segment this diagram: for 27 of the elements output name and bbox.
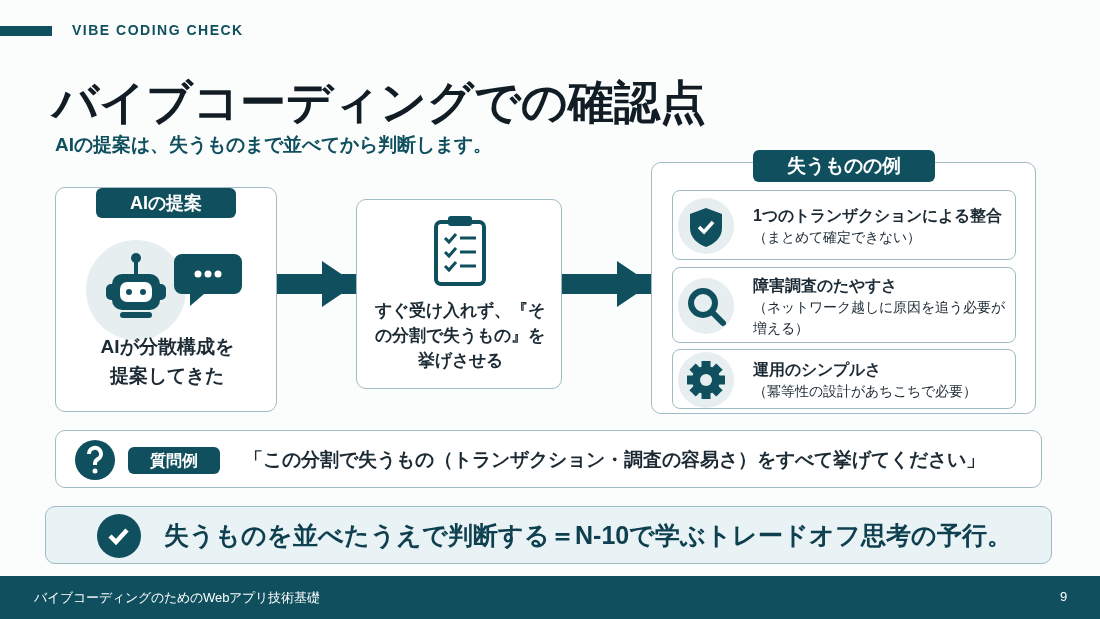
item-title: 1つのトランザクションによる整合: [753, 206, 1003, 227]
card-text: AIが分散構成を提案してきた: [99, 335, 235, 388]
heading-tab: 失うものの例: [753, 150, 935, 182]
heading-tab: AIの提案: [96, 188, 236, 218]
heading-tab: 質問例: [128, 447, 220, 474]
item-note: （冪等性の設計があちこちで必要）: [753, 382, 978, 402]
item-note: （まとめて確定できない）: [753, 228, 922, 248]
example-card: [672, 190, 1016, 260]
title: バイブコーディングでの確認点: [52, 75, 706, 130]
item-note: （ネットワーク越しに原因を追う必要が増える）: [753, 298, 1006, 338]
item-title: 障害調査のたやすさ: [753, 276, 898, 297]
conclusion-bar: [45, 506, 1052, 564]
example-card: [672, 267, 1016, 343]
step-card: [55, 187, 277, 412]
arrow: [562, 261, 651, 307]
footer-text: バイブコーディングのためのWebアプリ技術基礎: [34, 589, 321, 607]
page-number: 9: [1060, 589, 1068, 604]
subtitle: AIの提案は、失うものまで並べてから判断します。: [55, 133, 492, 157]
section-label: VIBE CODING CHECK: [72, 22, 244, 38]
arrow: [277, 261, 356, 307]
example-card: [672, 349, 1016, 409]
question-text: 「この分割で失うもの（トランザクション・調査の容易さ）をすべて挙げてください」: [244, 448, 986, 472]
item-title: 運用のシンプルさ: [753, 360, 882, 381]
conclusion-text: 失うものを並べたうえで判断する＝N-10で学ぶトレードオフ思考の予行。: [164, 520, 1014, 551]
question-bar: [55, 430, 1042, 488]
step-card: [356, 199, 562, 389]
card-text: すぐ受け入れず、『その分割で失うもの』を挙げさせる: [374, 300, 546, 372]
